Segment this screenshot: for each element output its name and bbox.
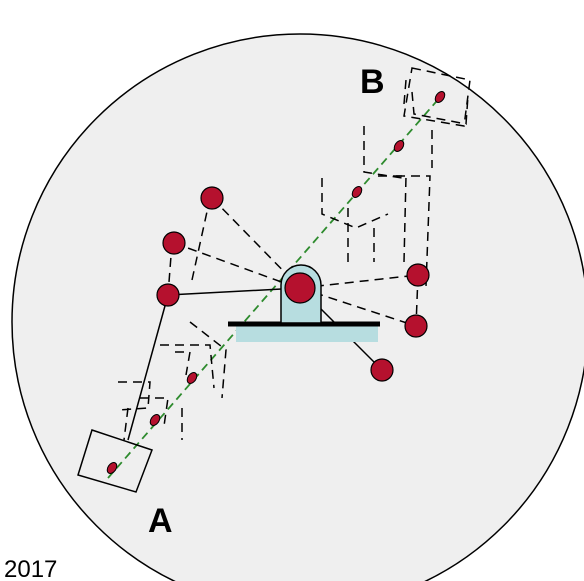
waypoint	[149, 414, 161, 426]
label-end: B	[360, 63, 385, 101]
joint	[406, 263, 430, 287]
gripper-frames	[77, 67, 471, 493]
end-gripper-frame	[403, 67, 471, 127]
base-plate	[236, 324, 378, 342]
footer-text: 2017	[4, 556, 57, 581]
joint	[370, 358, 394, 382]
waypoint	[106, 462, 118, 474]
trajectory-waypoints	[106, 91, 446, 474]
joint	[162, 231, 186, 255]
base-joint	[284, 272, 316, 304]
label-start: A	[148, 502, 173, 540]
waypoint	[434, 91, 446, 103]
joint	[200, 186, 224, 210]
waypoint	[186, 372, 198, 384]
trajectory-line	[107, 94, 443, 479]
arm-joints	[156, 186, 430, 382]
start-gripper-frame	[77, 429, 153, 493]
joint	[404, 314, 428, 338]
waypoint	[351, 186, 363, 198]
waypoint	[393, 140, 405, 152]
joint	[156, 283, 180, 307]
